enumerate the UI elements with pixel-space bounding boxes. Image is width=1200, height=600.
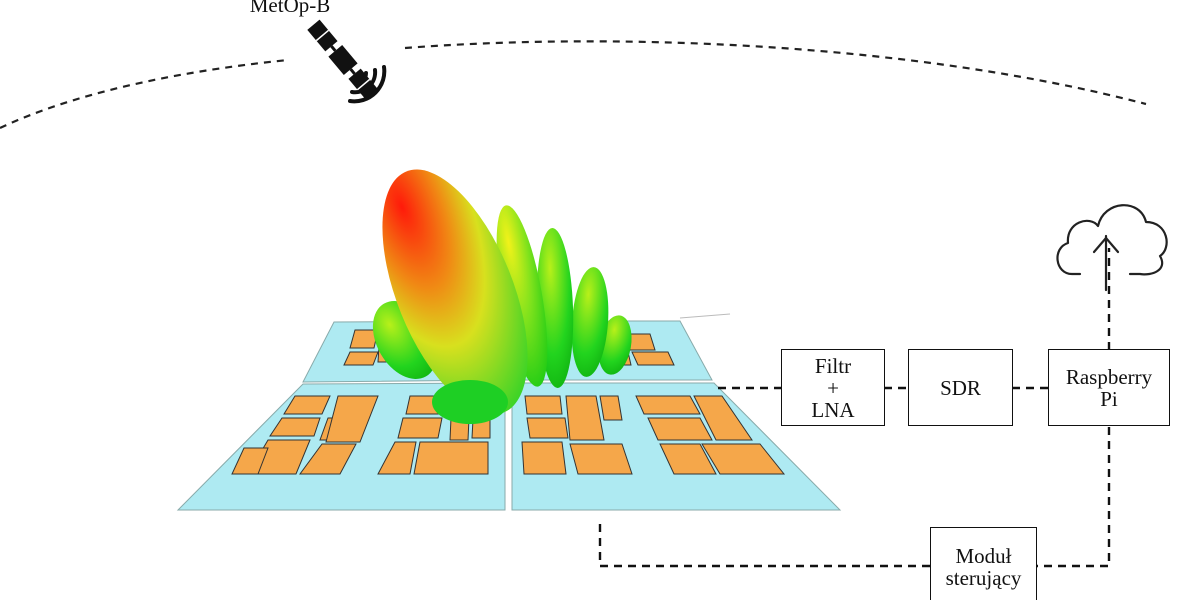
filter-label-line2: + (827, 375, 839, 400)
connector-rpi-control (1036, 427, 1111, 568)
patch-element (631, 351, 675, 366)
patch-element (269, 417, 321, 437)
patch-element (599, 395, 623, 421)
satellite-label: MetOp-B (249, 0, 331, 17)
patch-element (397, 417, 443, 439)
patch-element (299, 443, 357, 475)
patch-element (377, 441, 417, 475)
patch-element (701, 443, 786, 475)
patch-element (659, 443, 717, 475)
filter-label-line3: LNA (811, 397, 855, 422)
patch-element (231, 447, 269, 475)
rpi-label-line1: Raspberry (1065, 364, 1153, 389)
rpi-label-line2: Pi (1100, 386, 1118, 411)
control-label-line1: Moduł (955, 544, 1012, 568)
orbit-path (0, 40, 1147, 129)
signal-waves-icon (348, 65, 387, 104)
patch-element (524, 395, 563, 415)
patch-element (343, 351, 379, 366)
filter-label-line1: Filtr (814, 353, 852, 378)
raspberry-pi-block: Raspberry Pi (1048, 349, 1170, 426)
patch-element (647, 417, 713, 441)
main-lobe-base (432, 380, 508, 424)
patch-element (526, 417, 569, 439)
connector-lines (598, 248, 1111, 568)
patch-element (325, 395, 379, 443)
connector-control-array (598, 522, 930, 568)
main-lobe (382, 169, 528, 415)
sdr-label: SDR (940, 375, 981, 400)
control-module-block: Moduł sterujący (930, 527, 1037, 600)
patch-element (693, 395, 753, 441)
patch-element (413, 441, 489, 475)
control-label-line2: sterujący (945, 566, 1022, 590)
patch-element (349, 329, 379, 349)
filter-lna-block: Filtr + LNA (781, 349, 885, 426)
side-lobe (571, 267, 609, 377)
patch-element (565, 395, 605, 441)
cloud-upload-icon (1056, 204, 1168, 292)
side-lobe (496, 205, 548, 387)
patch-element (635, 395, 701, 415)
satellite-icon (307, 19, 379, 101)
patch-element (521, 441, 567, 475)
patch-element (569, 443, 633, 475)
sdr-block: SDR (908, 349, 1013, 426)
patch-element (283, 395, 331, 415)
radiation-pattern (372, 169, 632, 424)
